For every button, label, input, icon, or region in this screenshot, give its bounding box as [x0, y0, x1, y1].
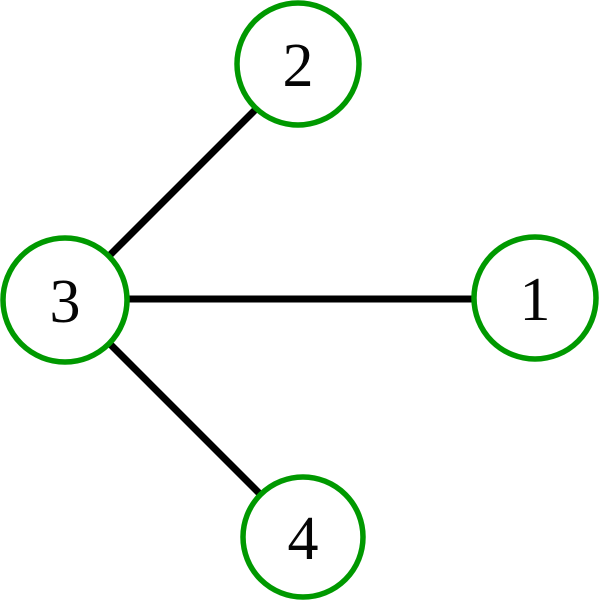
node-circle-2[interactable]: [234, 0, 362, 128]
graph-node-3[interactable]: 3: [0, 235, 130, 365]
graph-node-1[interactable]: 1: [471, 234, 599, 362]
node-circle-4[interactable]: [240, 474, 366, 600]
node-label-4: 4: [288, 505, 319, 573]
edges-layer: [105, 107, 474, 496]
node-label-3: 3: [50, 268, 81, 336]
graph-node-4[interactable]: 4: [240, 474, 366, 600]
graph-edge-3-2[interactable]: [105, 107, 258, 260]
graph-edge-3-4[interactable]: [106, 340, 262, 496]
node-label-2: 2: [283, 32, 314, 100]
node-label-1: 1: [520, 266, 551, 334]
graph-node-2[interactable]: 2: [234, 0, 362, 128]
node-circle-3[interactable]: [0, 235, 130, 365]
node-circle-1[interactable]: [471, 234, 599, 362]
